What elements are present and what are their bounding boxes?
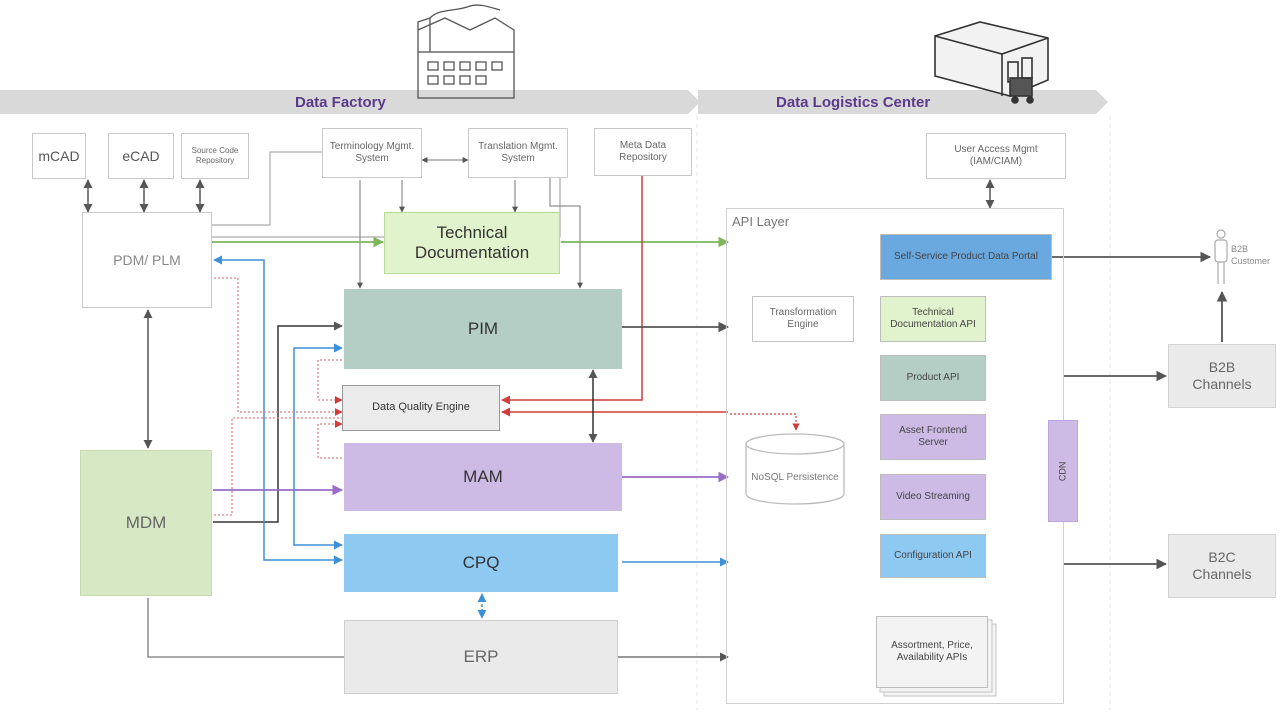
- transformation-engine-box: Transformation Engine: [752, 296, 854, 342]
- pdm-plm-box: PDM/ PLM: [82, 212, 212, 308]
- cdn-box: CDN: [1048, 420, 1078, 522]
- nosql-cylinder: [745, 433, 845, 505]
- asset-frontend-server-box: Asset Frontend Server: [880, 414, 986, 460]
- warehouse-icon: [934, 21, 1049, 104]
- technical-documentation-api-box: Technical Documentation API: [880, 296, 986, 342]
- mam-box: MAM: [344, 443, 622, 511]
- b2b-customer-label: B2B Customer: [1231, 244, 1271, 266]
- b2b-channels-box: B2B Channels: [1168, 344, 1276, 408]
- assortment-price-availability-box: Assortment, Price, Availability APIs: [876, 616, 988, 688]
- technical-documentation-box: Technical Documentation: [384, 212, 560, 274]
- meta-data-repository-box: Meta Data Repository: [594, 128, 692, 176]
- factory-icon: [417, 4, 515, 99]
- data-factory-label: Data Factory: [295, 94, 386, 111]
- data-logistics-banner: [698, 90, 1108, 114]
- b2c-channels-box: B2C Channels: [1168, 534, 1276, 598]
- data-factory-banner: [0, 90, 700, 114]
- user-access-mgmt-box: User Access Mgmt (IAM/CIAM): [926, 133, 1066, 179]
- cdn-label: CDN: [1057, 461, 1068, 481]
- mdm-box: MDM: [80, 450, 212, 596]
- cpq-box: CPQ: [344, 534, 618, 592]
- terminology-system-box: Terminology Mgmt. System: [322, 128, 422, 178]
- source-code-repository-box: Source Code Repository: [181, 133, 249, 179]
- data-logistics-center-label: Data Logistics Center: [776, 94, 931, 111]
- nosql-persistence-label: NoSQL Persistence: [751, 472, 839, 483]
- ecad-box: eCAD: [108, 133, 174, 179]
- video-streaming-box: Video Streaming: [880, 474, 986, 520]
- pim-box: PIM: [344, 289, 622, 369]
- mcad-box: mCAD: [32, 133, 86, 179]
- product-api-box: Product API: [880, 355, 986, 401]
- api-layer-label: API Layer: [732, 214, 790, 229]
- data-quality-engine-box: Data Quality Engine: [342, 385, 500, 431]
- translation-system-box: Translation Mgmt. System: [468, 128, 568, 178]
- b2b-customer-icon: [1214, 229, 1228, 284]
- configuration-api-box: Configuration API: [880, 534, 986, 578]
- self-service-portal-box: Self-Service Product Data Portal: [880, 234, 1052, 280]
- erp-box: ERP: [344, 620, 618, 694]
